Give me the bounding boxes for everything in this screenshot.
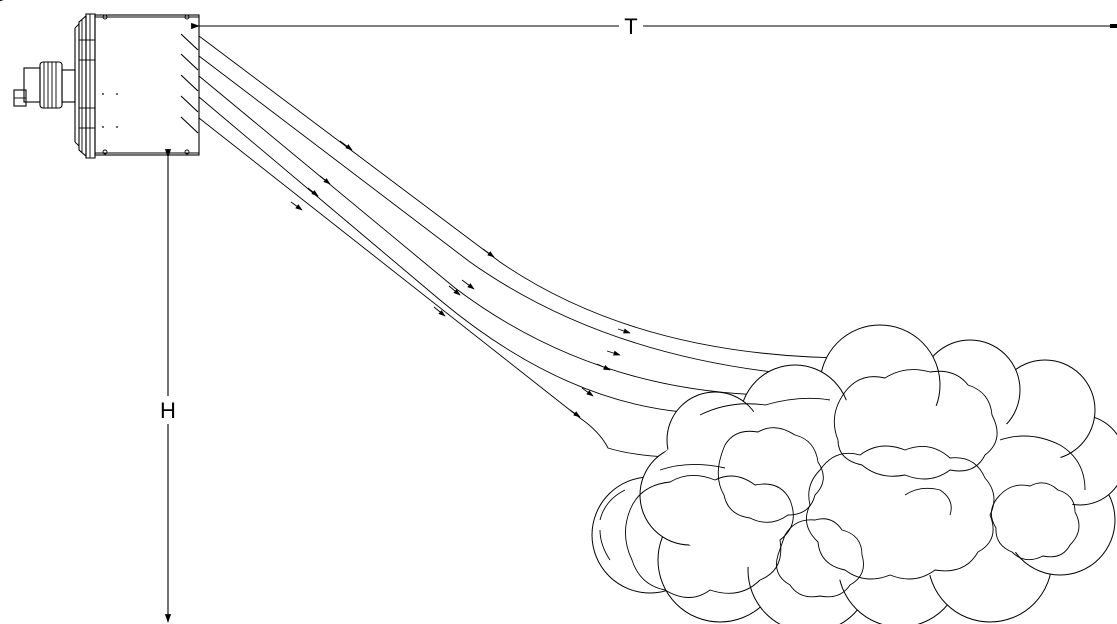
airflow-arrowhead [596,363,611,371]
airflow-arrowhead [307,187,319,197]
height-label: H [160,398,176,423]
airflow-arrowhead [448,285,461,296]
airflow-arrows [198,35,856,458]
airflow-arrow-1 [198,35,856,359]
warm-air-cloud [591,324,1117,624]
airflow-arrowhead [339,140,353,151]
cloud-inner [599,369,1086,598]
airflow-arrowhead [606,350,621,356]
airflow-arrowhead [617,328,631,334]
fan-guard [74,13,96,159]
airflow-arrow-2 [198,55,846,379]
height-dimension: H [160,149,176,623]
airflow-arrowhead [581,387,594,397]
airflow-arrow-3 [198,75,766,396]
airflow-arrowhead [461,279,475,290]
airflow-arrowhead [290,201,303,211]
airflow-arrow-5 [198,117,668,458]
airflow-arrow-4 [198,96,683,413]
airflow-arrowhead [482,248,495,258]
throw-dimension: T [191,14,1117,39]
airflow-arrowhead [433,306,446,317]
airflow-arrowhead [569,409,581,418]
fan-motor [13,61,76,109]
heater-unit [13,13,200,159]
louvers [180,33,199,134]
throw-dimension-end-tick [1110,24,1117,28]
throw-label: T [624,14,637,39]
airflow-arrowhead [319,175,331,185]
